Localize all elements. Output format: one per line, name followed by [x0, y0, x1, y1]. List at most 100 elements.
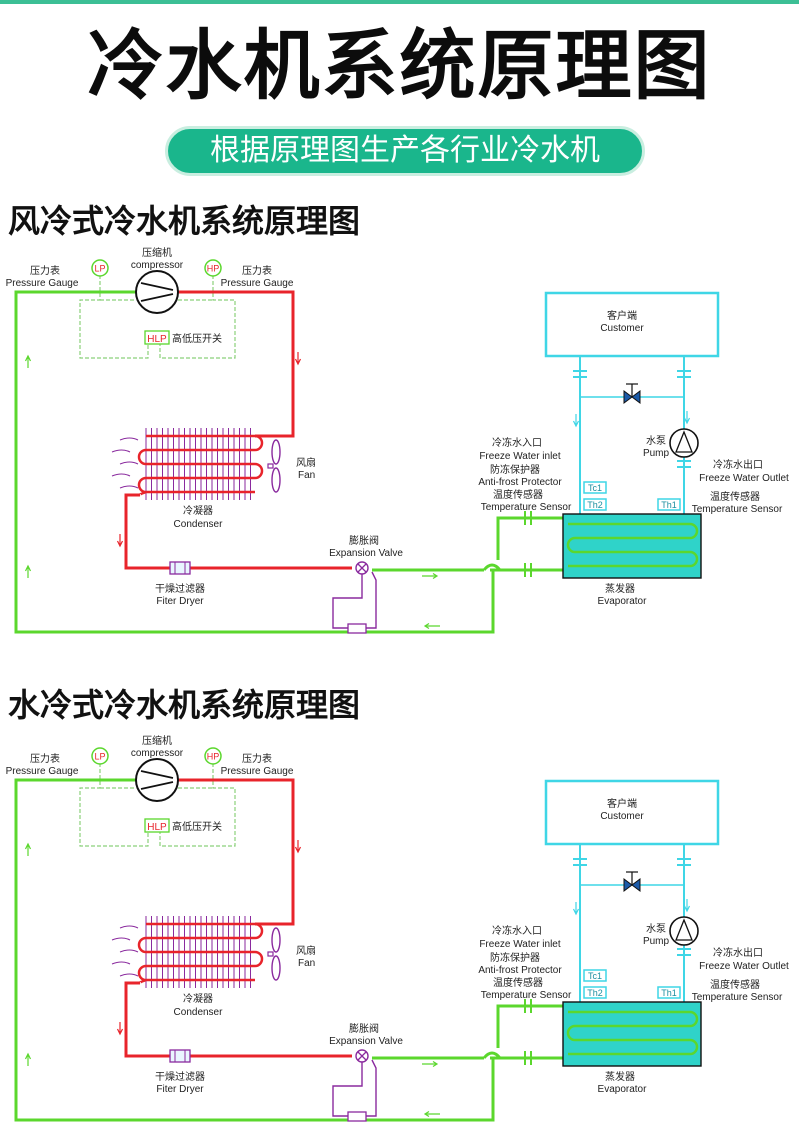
- flange-evap-top: [524, 511, 532, 525]
- control-line-hp: [159, 275, 236, 359]
- evaporator-icon: [562, 1001, 702, 1067]
- compressor-symbol: [140, 770, 174, 790]
- gauge-left-label-cn: 压力表: [30, 264, 60, 277]
- sensor-th2-label: Th2: [587, 988, 603, 998]
- sensor-th2-label: Th2: [587, 500, 603, 510]
- hlp-switch-label: HLP: [147, 334, 167, 345]
- flow-arrow-liquid: [116, 534, 124, 548]
- flange-outlet-top: [677, 858, 691, 866]
- gauge-right-label-en: Pressure Gauge: [221, 766, 294, 777]
- flow-arrow-discharge: [294, 352, 302, 366]
- condenser-label-cn: 冷凝器: [183, 504, 213, 517]
- gauge-right-label-cn: 压力表: [242, 264, 272, 277]
- pipe-crossover: [482, 1051, 502, 1059]
- evaporator-outlet-line: [496, 1004, 563, 1048]
- control-line-lp: [79, 763, 149, 847]
- flange-inlet-top: [573, 858, 587, 866]
- expansion-valve-icon: [332, 561, 377, 634]
- sensor-th2: [583, 498, 607, 511]
- condenser-label-en: Condenser: [174, 519, 224, 530]
- bypass-valve-icon: [623, 383, 641, 404]
- flow-arrow-suction-1: [24, 354, 32, 368]
- compressor-icon: [135, 758, 179, 802]
- gauge-right-label-cn: 压力表: [242, 752, 272, 765]
- outlet-label-en: Freeze Water Outlet: [699, 961, 789, 972]
- hlp-switch-text: 高低压开关: [172, 332, 222, 345]
- evaporator-label-cn: 蒸发器: [605, 582, 635, 595]
- customer-label-cn: 客户端: [607, 309, 637, 322]
- suction-line: [14, 778, 570, 1122]
- airflow-arrows-icon: [111, 925, 139, 977]
- fan-label-en: Fan: [298, 958, 315, 969]
- evaporator-label-en: Evaporator: [598, 1084, 648, 1095]
- flange-pump-bottom: [677, 460, 691, 468]
- top-accent-line: [0, 0, 799, 4]
- flange-evap-top: [524, 999, 532, 1013]
- sensor-th1-label: Th1: [661, 500, 677, 510]
- sensor-left-label-cn: 温度传感器: [493, 976, 543, 989]
- hlp-switch-icon: [144, 330, 170, 345]
- sensor-tc1-label: Tc1: [588, 483, 602, 493]
- control-line-lp: [79, 275, 149, 359]
- customer-label-cn: 客户端: [607, 797, 637, 810]
- evaporator-outlet-line: [496, 516, 563, 560]
- flow-arrow-return: [423, 1110, 440, 1118]
- filter-dryer-label-en: Fiter Dryer: [156, 1084, 204, 1095]
- flange-pump-bottom: [677, 948, 691, 956]
- condenser-coil-icon: [137, 428, 264, 500]
- outlet-label-cn: 冷冻水出口: [713, 946, 763, 959]
- filter-dryer-label-cn: 干燥过滤器: [155, 582, 205, 595]
- flow-arrow-evap-in: [422, 1060, 439, 1068]
- liquid-line-1: [124, 493, 170, 570]
- sensor-left-label-en: Temperature Sensor: [481, 990, 572, 1001]
- flow-arrow-suction-2: [24, 564, 32, 578]
- water-arrow-inlet: [572, 902, 580, 916]
- sensor-th1-label: Th1: [661, 988, 677, 998]
- pump-label-cn: 水泵: [646, 923, 666, 935]
- flow-arrow-liquid: [116, 1022, 124, 1036]
- water-arrow-inlet: [572, 414, 580, 428]
- sensor-th1: [657, 498, 681, 511]
- antifrost-label-cn: 防冻保护器: [490, 463, 540, 476]
- sensor-tc1-label: Tc1: [588, 971, 602, 981]
- gauge-right-label-en: Pressure Gauge: [221, 278, 294, 289]
- sensor-tc1: [583, 969, 607, 982]
- condenser-label-en: Condenser: [174, 1007, 224, 1018]
- expansion-valve-capillary: [332, 574, 363, 629]
- expansion-valve-sensor-line: [366, 1059, 377, 1117]
- inlet-label-cn: 冷冻水入口: [492, 436, 542, 449]
- bypass-valve-icon: [623, 871, 641, 892]
- fan-label-cn: 风扇: [296, 456, 316, 469]
- outlet-label-cn: 冷冻水出口: [713, 458, 763, 471]
- page-title: 冷水机系统原理图: [87, 21, 712, 110]
- lp-gauge-icon-label: LP: [94, 752, 105, 762]
- outlet-label-en: Freeze Water Outlet: [699, 473, 789, 484]
- filter-dryer-label-en: Fiter Dryer: [156, 596, 204, 607]
- evaporator-label-en: Evaporator: [598, 596, 648, 607]
- hp-gauge-icon-label: HP: [207, 752, 220, 762]
- expansion-valve-capillary: [332, 1062, 363, 1117]
- gauge-left-label-cn: 压力表: [30, 752, 60, 765]
- fan-label-cn: 风扇: [296, 944, 316, 957]
- section-title-water-cooled: 水冷式冷水机系统原理图: [8, 686, 361, 724]
- lp-gauge-icon-label: LP: [94, 264, 105, 274]
- pump-label-cn: 水泵: [646, 435, 666, 447]
- flow-arrow-suction-2: [24, 1052, 32, 1066]
- sensor-right-label-cn: 温度传感器: [710, 978, 760, 991]
- antifrost-label-en: Anti-frost Protector: [478, 477, 562, 488]
- inlet-label-en: Freeze Water inlet: [479, 451, 561, 462]
- flow-arrow-return: [423, 622, 440, 630]
- expansion-valve-label-en: Expansion Valve: [329, 1036, 403, 1047]
- hp-gauge-icon: [204, 259, 222, 277]
- filter-dryer-icon: [169, 1049, 191, 1063]
- airflow-arrows-icon: [111, 437, 139, 489]
- flange-inlet-top: [573, 370, 587, 378]
- condenser-label-cn: 冷凝器: [183, 992, 213, 1005]
- compressor-label-cn: 压缩机: [142, 734, 172, 747]
- pump-label-en: Pump: [643, 448, 670, 459]
- sensor-right-label-cn: 温度传感器: [710, 490, 760, 503]
- inlet-label-cn: 冷冻水入口: [492, 924, 542, 937]
- pump-icon: [669, 916, 699, 946]
- compressor-label-cn: 压缩机: [142, 246, 172, 259]
